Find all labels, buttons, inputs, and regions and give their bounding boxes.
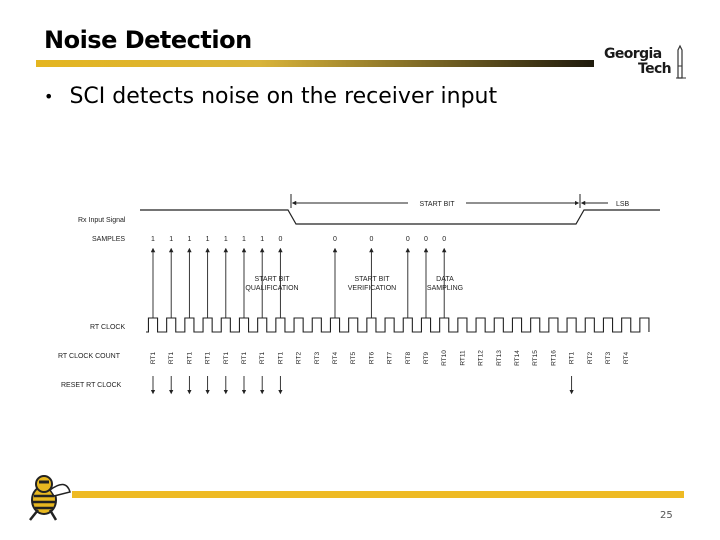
rt-count-label: RT11 [459, 350, 466, 366]
sample-value: 0 [369, 236, 373, 243]
rt-count-label: RT4 [332, 352, 339, 365]
phase-verification-line1: START BIT [354, 276, 390, 283]
phase-sampling-line2: SAMPLING [427, 285, 463, 292]
page-number: 25 [660, 510, 673, 521]
rt-count-label: RT1 [259, 352, 266, 365]
samples-layer: 1 1 1 1 1 1 1 0 0 0 0 0 0 [150, 236, 447, 318]
tech-tower-icon [676, 44, 686, 79]
rt-count-label: RT1 [569, 352, 576, 365]
rt-count-label: RT3 [314, 352, 321, 365]
rt-count-label: RT6 [368, 352, 375, 365]
phase-qualification-line1: START BIT [254, 276, 290, 283]
rt-count-label: RT5 [350, 352, 357, 365]
label-rt-clock-count: RT CLOCK COUNT [58, 353, 121, 360]
sample-value: 1 [169, 236, 173, 243]
bullet-item: • SCI detects noise on the receiver inpu… [44, 84, 497, 109]
bullet-dot-icon: • [44, 87, 54, 106]
sample-value: 1 [242, 236, 246, 243]
rt-count-label: RT2 [587, 352, 594, 365]
lsb-label: LSB [616, 201, 630, 208]
buzz-mascot-icon [29, 475, 71, 521]
sample-value: 0 [406, 236, 410, 243]
rx-input-waveform [140, 209, 660, 225]
rt-count-label: RT1 [241, 352, 248, 365]
logo-line2: Tech [638, 61, 672, 77]
rt-count-label: RT16 [550, 350, 557, 366]
rt-count-label: RT1 [223, 352, 230, 365]
phase-sampling-line1: DATA [436, 276, 454, 283]
title-rule [36, 60, 594, 67]
reset-rt-clock-layer [150, 376, 574, 395]
rt-clock-layer [146, 317, 650, 333]
rt-count-label: RT4 [623, 352, 630, 365]
rt-count-label: RT9 [423, 352, 430, 365]
logo-line1: Georgia [604, 46, 662, 62]
sample-value: 1 [206, 236, 210, 243]
rt-count-label: RT3 [605, 352, 612, 365]
phase-verification-line2: VERIFICATION [348, 285, 396, 292]
sample-value: 0 [424, 236, 428, 243]
rt-count-label: RT12 [478, 350, 485, 366]
rt-count-label: RT13 [496, 350, 503, 366]
sample-value: 0 [278, 236, 282, 243]
rt-count-label: RT7 [387, 352, 394, 365]
rt-clock-count-layer: RT1 RT1 RT1 RT1 RT1 RT1 RT1 RT1 RT2 RT3 RT4 RT5 RT6 R… [150, 350, 630, 366]
rt-count-label: RT1 [168, 352, 175, 365]
georgia-tech-logo: Georgia Tech [602, 44, 688, 80]
label-samples: SAMPLES [92, 236, 125, 243]
sample-value: 1 [151, 236, 155, 243]
bottom-rule [72, 491, 684, 498]
sample-value: 1 [260, 236, 264, 243]
rt-count-label: RT14 [514, 350, 521, 366]
rt-count-label: RT1 [150, 352, 157, 365]
sample-value: 0 [442, 236, 446, 243]
start-bit-label: START BIT [419, 201, 455, 208]
sample-value: 0 [333, 236, 337, 243]
label-reset-rt-clock: RESET RT CLOCK [61, 382, 122, 389]
sample-value: 1 [224, 236, 228, 243]
rt-count-label: RT1 [277, 352, 284, 365]
rt-count-label: RT1 [186, 352, 193, 365]
rt-count-label: RT15 [532, 350, 539, 366]
sci-noise-timing-diagram: Rx Input Signal SAMPLES RT CLOCK RT CLOC… [58, 194, 660, 395]
sample-value: 1 [187, 236, 191, 243]
phase-qualification-line2: QUALIFICATION [245, 285, 298, 292]
label-rt-clock: RT CLOCK [90, 324, 125, 331]
rt-clock-waveform [146, 317, 650, 333]
rt-count-label: RT2 [296, 352, 303, 365]
bullet-text: SCI detects noise on the receiver input [69, 84, 498, 109]
rt-count-label: RT10 [441, 350, 448, 366]
rt-count-label: RT1 [205, 352, 212, 365]
rt-count-label: RT8 [405, 352, 412, 365]
slide-title: Noise Detection [44, 26, 252, 54]
label-rx-input: Rx Input Signal [78, 217, 126, 224]
